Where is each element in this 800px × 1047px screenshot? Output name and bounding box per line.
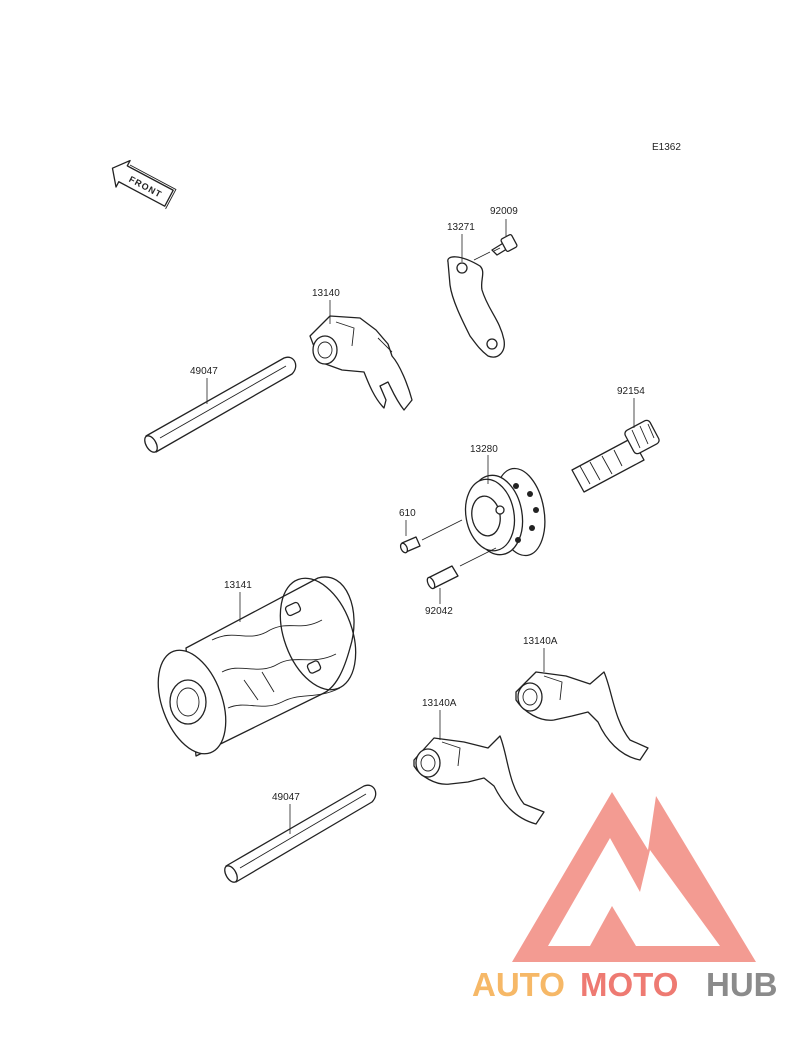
label-rod-upper: 49047 xyxy=(190,366,218,377)
shift-fork-13140 xyxy=(309,300,413,411)
shift-cam-13280 xyxy=(464,455,546,557)
shift-drum-13141 xyxy=(157,576,357,757)
diagram-code: E1362 xyxy=(652,142,681,153)
bolt-92154 xyxy=(571,398,660,493)
label-plate: 13271 xyxy=(447,222,475,233)
pin-92042 xyxy=(426,547,497,604)
label-drum: 13141 xyxy=(224,580,252,591)
front-arrow-icon: FRONT xyxy=(111,159,177,210)
label-bolt-right: 92154 xyxy=(617,386,645,397)
label-fork-upper: 13140 xyxy=(312,288,340,299)
label-pin-lower: 92042 xyxy=(425,606,453,617)
label-fork-middle: 13140A xyxy=(422,698,457,709)
shaft-rod-49047-upper xyxy=(144,356,297,453)
watermark-moto: MOTO xyxy=(580,966,678,1003)
pin-610 xyxy=(399,519,463,554)
label-bolt-top: 92009 xyxy=(490,206,518,217)
watermark-text: AUTO MOTO HUB xyxy=(472,966,778,1003)
shaft-rod-49047-lower xyxy=(224,784,377,883)
bolt-92009 xyxy=(491,219,518,256)
label-cam: 13280 xyxy=(470,444,498,455)
shift-fork-13140A-middle xyxy=(413,710,545,825)
label-fork-right: 13140A xyxy=(523,636,558,647)
watermark-hub: HUB xyxy=(706,966,778,1003)
plate-13271 xyxy=(447,234,505,358)
label-pin-small: 610 xyxy=(399,508,416,519)
label-rod-lower: 49047 xyxy=(272,792,300,803)
shift-fork-13140A-right xyxy=(515,648,649,761)
watermark-logo-icon xyxy=(512,792,756,962)
watermark-auto: AUTO xyxy=(472,966,565,1003)
